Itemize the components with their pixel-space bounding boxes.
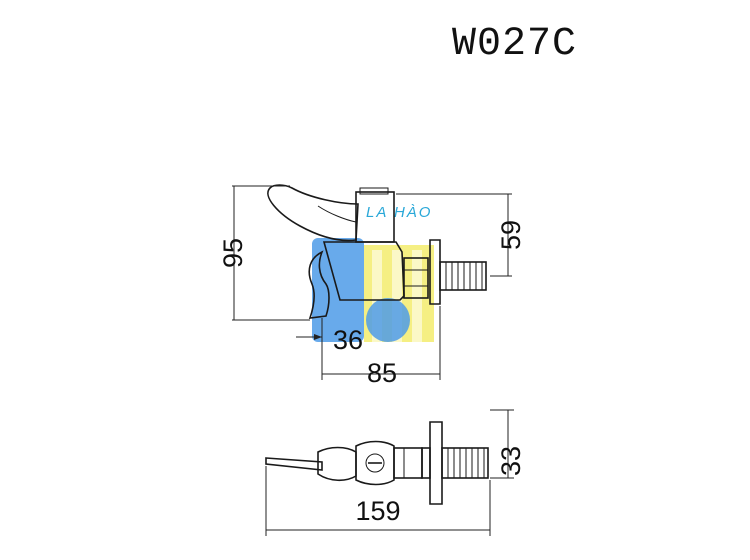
dimension-thread-height [490, 409, 514, 479]
dimension-label-length-total: 159 [355, 496, 400, 526]
dimension-height-outlet [396, 193, 512, 277]
dimension-spout-offset [296, 334, 322, 340]
dimension-label-thread-height: 33 [496, 446, 526, 476]
tap-front-view [267, 184, 487, 319]
model-code: W027C [452, 22, 578, 67]
dimension-label-body-length: 85 [367, 358, 397, 388]
watermark-logo [312, 238, 434, 342]
dimension-body-length [321, 306, 441, 380]
tap-top-view [265, 421, 489, 505]
dimension-label-spout-offset: 36 [333, 325, 363, 355]
watermark-text: LA HÀO [366, 204, 432, 221]
dimension-length-total [265, 466, 491, 536]
dimension-label-height-total: 95 [218, 238, 248, 268]
dimension-height-total [232, 185, 310, 321]
dimension-label-height-outlet: 59 [496, 220, 526, 250]
